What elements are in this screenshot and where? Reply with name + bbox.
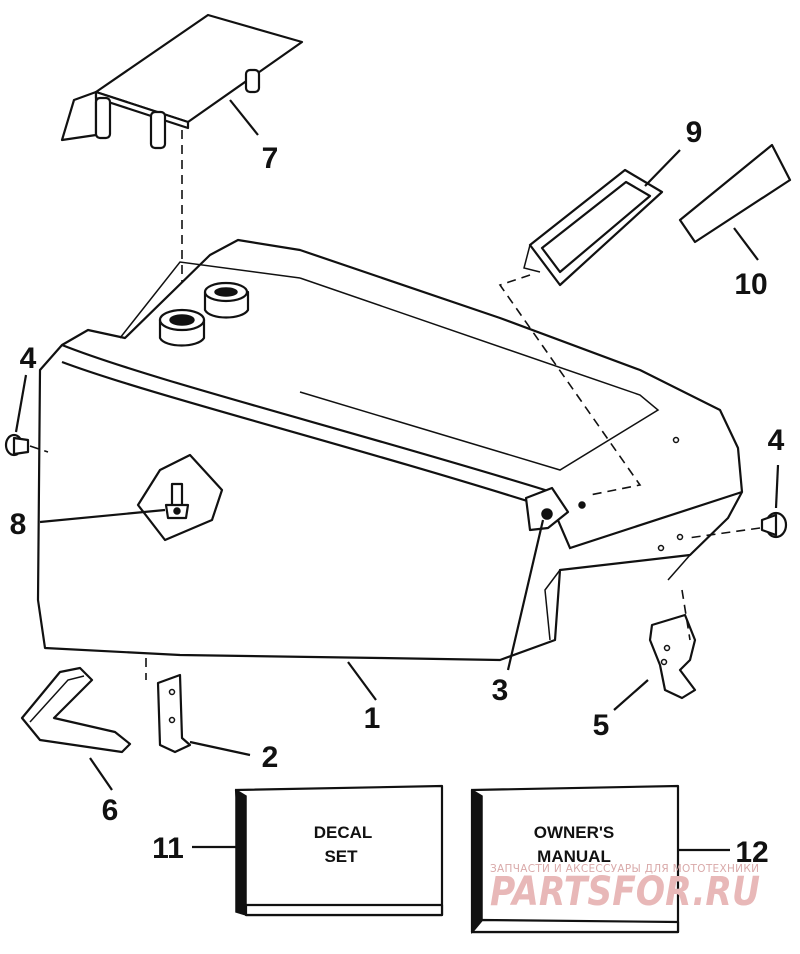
leader-3 [506, 519, 545, 671]
part-3-bracket [524, 486, 570, 532]
part-1-engine-cowl [36, 238, 744, 662]
part-8-bracket-bolt [136, 453, 224, 542]
callout-4-right: 4 [768, 424, 785, 457]
decal-box-line2: SET [324, 847, 358, 866]
part-10-decal-strip [678, 143, 792, 244]
part-4-plug-left [4, 433, 30, 457]
cowl-mount-bosses [158, 281, 250, 347]
part-4-plug-right [760, 511, 788, 539]
leader-5 [613, 679, 649, 711]
callout-7: 7 [262, 142, 279, 175]
leader-4-left [14, 374, 28, 433]
leader-8 [39, 508, 166, 524]
decal-box-line1: DECAL [314, 823, 373, 842]
leader-1 [347, 661, 377, 701]
part-9-gasket [523, 168, 664, 287]
leader-7 [229, 99, 259, 136]
dashed-guide-9 [498, 274, 642, 496]
leader-9 [644, 149, 681, 187]
callout-5: 5 [593, 709, 610, 742]
callout-4-left: 4 [20, 342, 37, 375]
part-2-bracket [156, 673, 192, 754]
part-12-manual-box [470, 784, 680, 935]
leader-10 [733, 227, 759, 261]
callout-12: 12 [735, 836, 768, 869]
callout-9: 9 [686, 116, 703, 149]
dashed-guide-5 [681, 589, 691, 641]
part-11-decal-box [234, 784, 444, 917]
callout-8: 8 [10, 508, 27, 541]
watermark-tagline: ЗАПЧАСТИ И АКСЕССУАРЫ ДЛЯ МОТОТЕХНИКИ [490, 863, 759, 875]
leader-4-right [774, 464, 780, 509]
part-6-seal-strip [20, 666, 132, 754]
leader-2 [189, 740, 251, 757]
part-5-latch [648, 613, 697, 700]
callout-6: 6 [102, 794, 119, 827]
callout-1: 1 [364, 702, 381, 735]
callout-11: 11 [152, 832, 184, 865]
callout-2: 2 [262, 741, 279, 774]
manual-box-line2: MANUAL [537, 847, 611, 866]
manual-box-line1: OWNER'S [534, 823, 615, 842]
dashed-guide-4-left [29, 445, 49, 453]
callout-10: 10 [734, 268, 767, 301]
leader-6 [89, 757, 113, 791]
dashed-guide-4-right [687, 527, 761, 539]
callout-3: 3 [492, 674, 509, 707]
watermark-brand: PARTSFOR.RU [490, 869, 760, 915]
part-7-top-cover [60, 13, 304, 150]
